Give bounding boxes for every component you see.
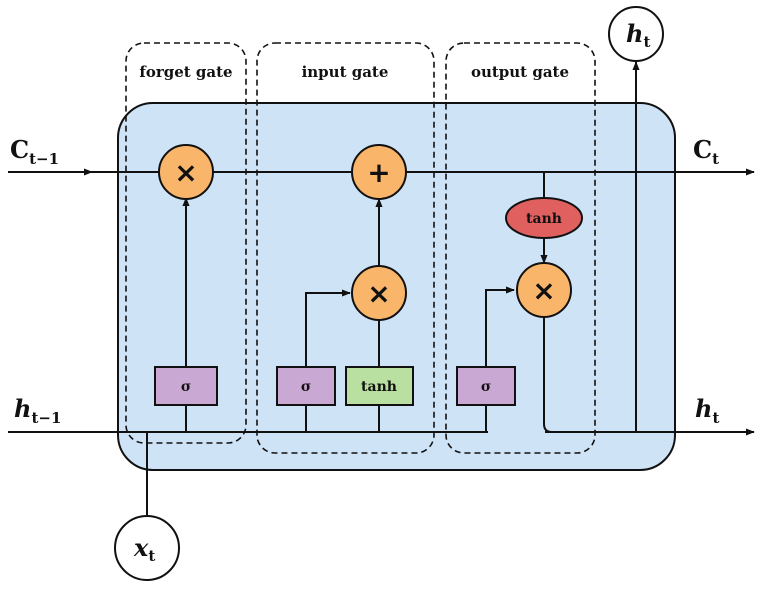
- output-multiply-node: ×: [516, 262, 572, 318]
- input-sigma-to-mult: [305, 289, 351, 367]
- x-sub: t: [148, 547, 155, 565]
- output-tanh-node: tanh: [505, 197, 583, 239]
- c-out-label: Ct: [693, 135, 719, 168]
- h-top-sub: t: [643, 33, 650, 51]
- output-sigma-label: σ: [481, 379, 491, 395]
- forget-gate-region: [125, 42, 247, 444]
- add-symbol: +: [367, 156, 390, 189]
- output-sigma-to-mult: [485, 286, 515, 367]
- output-mult-to-hidden: [543, 318, 553, 433]
- h-top-node: ht: [608, 6, 664, 62]
- input-gate-region: [256, 42, 435, 454]
- output-sigma-box: σ: [456, 366, 516, 406]
- forget-sigma-box: σ: [154, 366, 218, 406]
- input-tanh-label: tanh: [361, 379, 397, 395]
- h-out-label: ht: [695, 394, 719, 427]
- output-gate-region: [445, 42, 596, 454]
- add-node: +: [351, 144, 407, 200]
- input-multiply-symbol: ×: [367, 277, 390, 310]
- input-tanh-box: tanh: [345, 366, 414, 406]
- forget-multiply-symbol: ×: [174, 156, 197, 189]
- h-prev-label: ht−1: [14, 394, 61, 427]
- c-prev-sub: t−1: [29, 150, 59, 168]
- h-out-sub: t: [712, 409, 719, 427]
- forget-sigma-label: σ: [181, 379, 191, 395]
- x-main: x: [133, 533, 149, 562]
- x-input-node: xt: [114, 515, 180, 581]
- forget-gate-label: forget gate: [139, 63, 232, 81]
- output-multiply-symbol: ×: [532, 274, 555, 307]
- input-gate-label: input gate: [302, 63, 389, 81]
- h-prev-main: h: [14, 394, 31, 423]
- input-sigma-label: σ: [301, 379, 311, 395]
- c-prev-main: C: [10, 135, 29, 164]
- forget-multiply-node: ×: [158, 144, 214, 200]
- h-out-main: h: [695, 394, 712, 423]
- h-top-main: h: [626, 19, 643, 48]
- c-out-main: C: [693, 135, 712, 164]
- input-multiply-node: ×: [351, 265, 407, 321]
- h-top-label: ht: [626, 19, 650, 51]
- c-prev-label: Ct−1: [10, 135, 59, 168]
- c-out-sub: t: [712, 150, 719, 168]
- output-gate-label: output gate: [471, 63, 569, 81]
- h-prev-sub: t−1: [31, 409, 61, 427]
- output-tanh-label: tanh: [526, 211, 562, 227]
- input-sigma-box: σ: [276, 366, 336, 406]
- x-input-label: xt: [133, 533, 155, 565]
